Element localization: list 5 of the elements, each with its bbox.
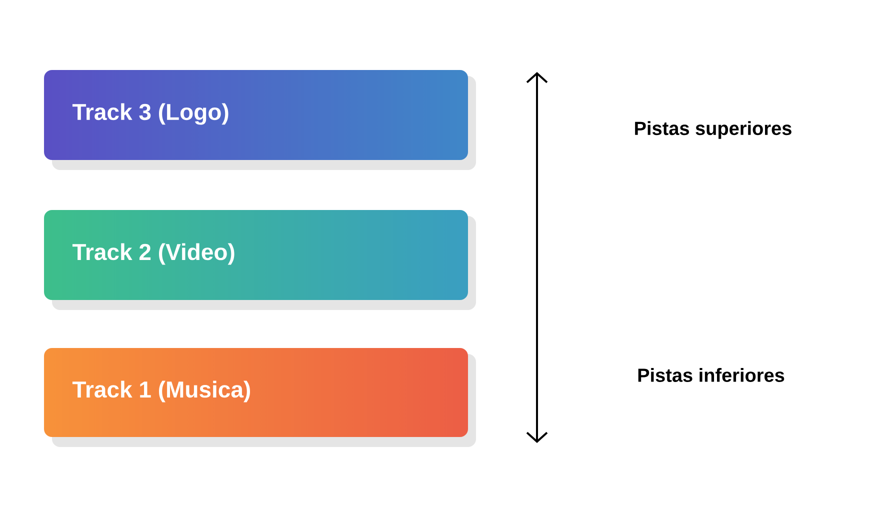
track-box: Track 2 (Video)	[44, 210, 476, 310]
track-box: Track 1 (Musica)	[44, 348, 476, 447]
side-label: Pistas superiores	[635, 121, 792, 139]
side-label: Pistas inferiores	[638, 368, 784, 382]
track-box: Track 3 (Logo)	[44, 70, 476, 170]
